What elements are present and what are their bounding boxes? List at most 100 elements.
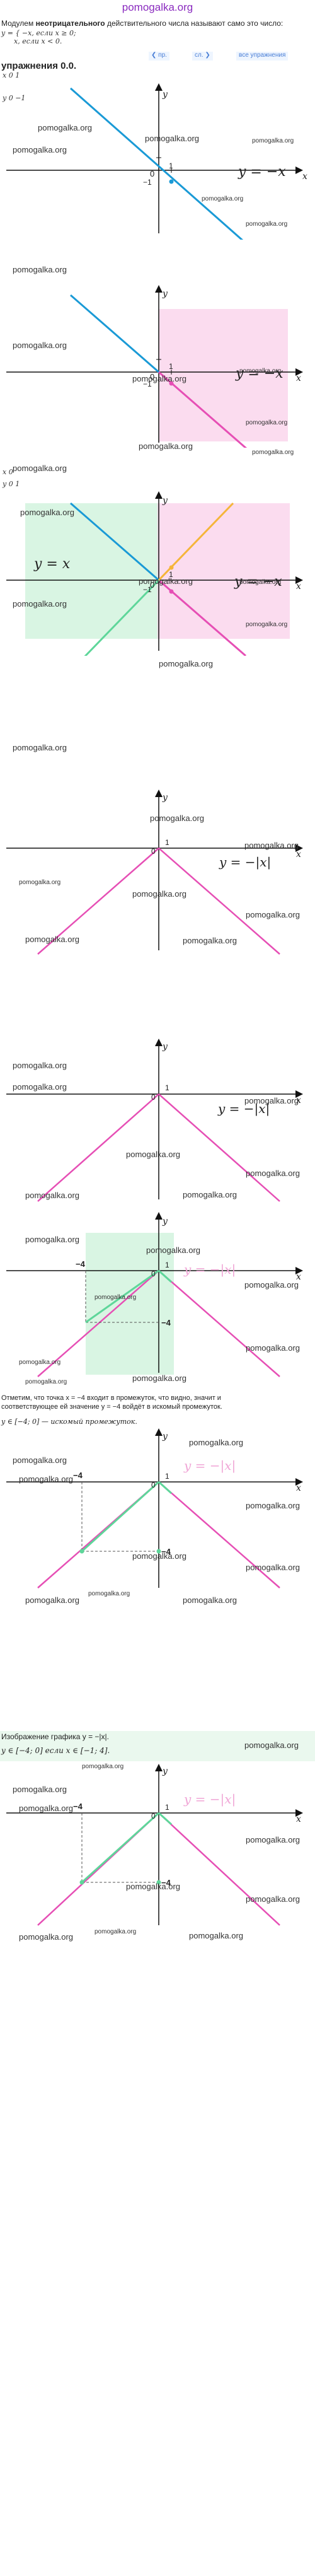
minus-four-y-label: −4	[161, 1878, 171, 1887]
y-label: y	[163, 90, 168, 100]
watermark: pomogalka.org	[94, 1928, 137, 1935]
y-label: y	[163, 1216, 168, 1227]
graph-3	[6, 491, 303, 656]
watermark: pomogalka.org	[139, 576, 193, 586]
minus-four-label: −4	[73, 1802, 83, 1811]
watermark: pomogalka.org	[88, 1590, 130, 1597]
minus-four-label: −4	[76, 1259, 85, 1269]
watermark: pomogalka.org	[19, 1932, 73, 1942]
line-pink	[158, 579, 246, 656]
y-label: y	[163, 1766, 168, 1776]
watermark: pomogalka.org	[38, 123, 92, 132]
graph-7-labels: x y 0 1 −4 −4 y = −|x|	[0, 1425, 315, 1589]
watermark: pomogalka.org	[145, 134, 199, 143]
watermark: pomogalka.org	[13, 145, 67, 154]
line-blue	[70, 294, 159, 373]
zero-label: 0	[151, 1481, 156, 1489]
one-label: 1	[169, 362, 173, 371]
nav-prev[interactable]: ❮ пр.	[149, 52, 169, 61]
y-label: y	[163, 496, 168, 506]
watermark: pomogalka.org	[126, 1150, 180, 1159]
watermark: pomogalka.org	[246, 1835, 300, 1845]
intro-bold: неотрицательного	[35, 19, 105, 28]
table-x-row: x 0 1	[3, 71, 20, 79]
watermark: pomogalka.org	[239, 368, 282, 375]
one-label: 1	[165, 1803, 169, 1812]
watermark: pomogalka.org	[252, 449, 294, 456]
watermark: pomogalka.org	[13, 341, 67, 350]
watermark: pomogalka.org	[244, 841, 299, 850]
line-pink	[158, 371, 248, 448]
one-label: 1	[165, 1083, 169, 1092]
one-label: 1	[169, 161, 173, 170]
graph-4-labels: x y 0 1 y = −|x|	[0, 785, 315, 955]
watermark: pomogalka.org	[183, 1595, 237, 1605]
y-label: y	[163, 1042, 168, 1052]
minus-four-y-label: −4	[161, 1547, 171, 1556]
watermark: pomogalka.org	[13, 463, 67, 473]
watermark: pomogalka.org	[126, 1882, 180, 1891]
watermark: pomogalka.org	[19, 879, 61, 886]
note-1: Отметим, что точка x = −4 входит в проме…	[1, 1394, 221, 1402]
minus-four-y-label: −4	[161, 1318, 171, 1327]
watermark: pomogalka.org	[189, 1931, 243, 1940]
label-y-neg-x: y = −x	[238, 164, 286, 180]
note-2: соответствующее ей значение y = −4 войдё…	[1, 1403, 222, 1411]
graph-2-labels: x y 0 1 −1 y = −x	[0, 277, 315, 448]
y-label: y	[163, 289, 168, 299]
intro-suffix: действительного числа называют само это …	[106, 19, 284, 28]
watermark: pomogalka.org	[183, 1190, 237, 1199]
watermark: pomogalka.org	[244, 1280, 299, 1290]
watermark: pomogalka.org	[13, 1061, 67, 1070]
point-1	[169, 179, 174, 184]
case-line-2: x, если x < 0.	[14, 37, 62, 45]
watermark: pomogalka.org	[246, 1169, 300, 1178]
watermark: pomogalka.org	[246, 1563, 300, 1572]
watermark: pomogalka.org	[202, 195, 244, 202]
y-label: y	[163, 1431, 168, 1442]
graph-6	[6, 1212, 303, 1377]
watermark: pomogalka.org	[132, 374, 186, 383]
zero-label: 0	[150, 169, 155, 178]
point-1	[169, 381, 174, 386]
x-label: x	[296, 849, 301, 860]
graph-7	[6, 1428, 303, 1588]
watermark: pomogalka.org	[244, 1740, 299, 1750]
watermark: pomogalka.org	[25, 935, 79, 944]
x-label: x	[302, 172, 307, 182]
label-y-x: y = x	[34, 556, 71, 572]
pink-region	[158, 503, 290, 639]
label-y-neg-abs: y = −|x|	[218, 1101, 270, 1116]
watermark: pomogalka.org	[252, 137, 294, 144]
watermark: pomogalka.org	[183, 936, 237, 945]
zero-label: 0	[150, 580, 155, 590]
watermark: pomogalka.org	[25, 1595, 79, 1605]
watermark: pomogalka.org	[19, 1474, 73, 1484]
watermark: pomogalka.org	[25, 1235, 79, 1244]
watermark: pomogalka.org	[146, 1245, 200, 1255]
label-y-neg-x: y = −x	[234, 574, 282, 590]
site-title[interactable]: pomogalka.org	[122, 1, 193, 13]
one-label: 1	[165, 1472, 169, 1481]
watermark: pomogalka.org	[13, 1082, 67, 1092]
line-green	[84, 579, 160, 656]
watermark: pomogalka.org	[132, 1373, 186, 1383]
nav-next[interactable]: сл. ❯	[192, 52, 213, 61]
minus-four-label: −4	[73, 1471, 83, 1480]
watermark: pomogalka.org	[246, 1894, 300, 1904]
x-label: x	[296, 1272, 301, 1282]
watermark: pomogalka.org	[19, 1804, 73, 1813]
watermark: pomogalka.org	[132, 889, 186, 899]
graph-8-labels: x y 0 1 −4 −4 y = −|x|	[0, 1763, 315, 1926]
result-banner: Изображение графика y = −|x|. y ∈ [−4; 0…	[0, 1731, 315, 1761]
graph-8	[6, 1764, 303, 1926]
label-y-neg-abs: y = −|x|	[184, 1792, 236, 1807]
watermark: pomogalka.org	[246, 1343, 300, 1353]
intro-text: Модулем неотрицательного действительного…	[1, 19, 314, 28]
watermark: pomogalka.org	[246, 621, 288, 628]
minus-one-label: −1	[143, 380, 152, 388]
watermark: pomogalka.org	[139, 441, 193, 451]
nav-all[interactable]: все упражнения	[236, 52, 289, 61]
label-y-neg-x: y = −x	[236, 366, 284, 382]
x-label: x	[296, 373, 301, 383]
